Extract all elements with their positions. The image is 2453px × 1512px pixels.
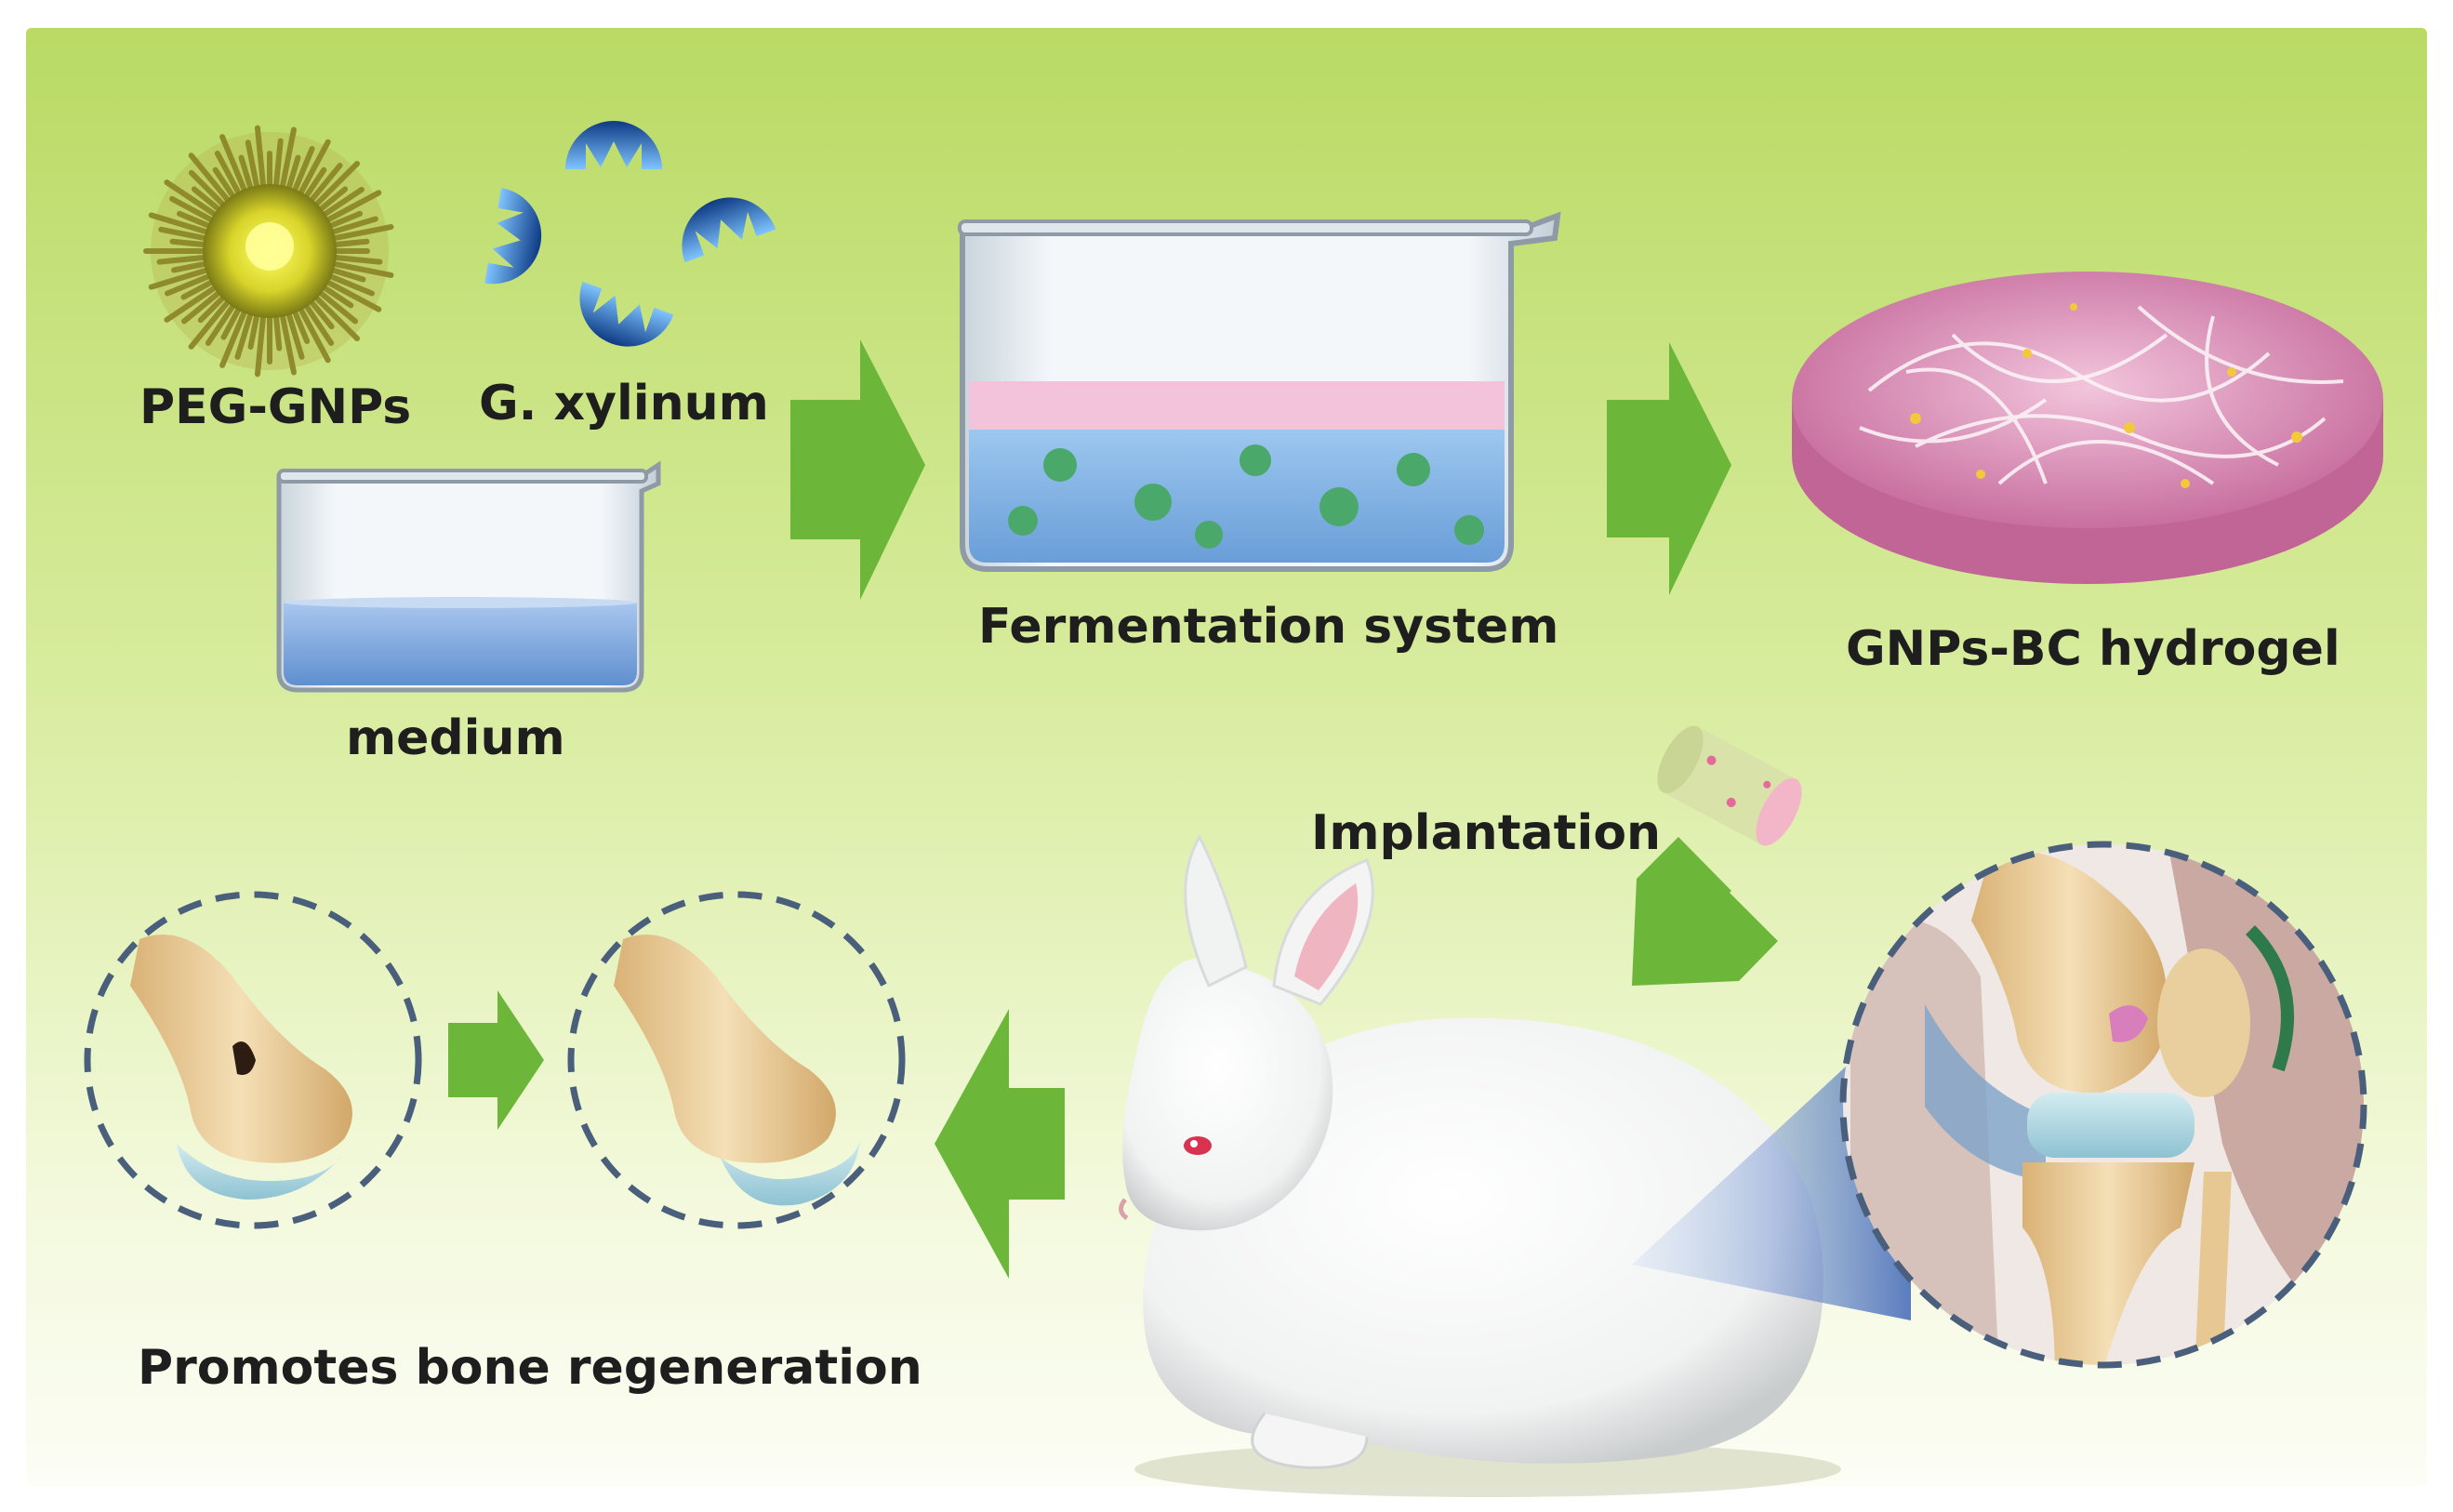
implant-cylinder-icon xyxy=(1657,725,1802,846)
nanoparticle-spike xyxy=(321,259,394,278)
nanoparticle-spike xyxy=(188,291,237,350)
nanoparticle-spike xyxy=(254,303,268,378)
nanoparticle-spike xyxy=(219,299,252,368)
arrow-to-hydrogel xyxy=(1607,342,1731,595)
healed-bone-icon xyxy=(567,891,906,1229)
nanoparticle-spike xyxy=(293,297,331,364)
nanoparticle-spike xyxy=(277,302,297,376)
nanoparticle-spike xyxy=(306,287,361,342)
bacterium-icon xyxy=(1008,444,1484,549)
bone-defect-icon xyxy=(84,891,422,1229)
beaker-icon xyxy=(958,211,1561,572)
rabbit-icon xyxy=(1119,833,1841,1497)
nanoparticle-spike xyxy=(293,139,331,206)
nanoparticle-spike xyxy=(306,160,361,215)
medium-label: medium xyxy=(346,710,565,766)
nanoparticle-spike xyxy=(164,279,227,323)
arrow-healing xyxy=(448,990,544,1130)
petri-dish-icon xyxy=(1792,272,2383,584)
nanoparticle-spike xyxy=(148,212,219,238)
nanoparticle-spike xyxy=(164,179,227,223)
beaker-icon xyxy=(276,460,661,693)
peg-gnps-label: PEG-GNPs xyxy=(139,379,412,435)
arrow-to-fermentation xyxy=(790,339,925,600)
nanoparticle-spike xyxy=(148,264,219,290)
nanoparticle-spike xyxy=(188,153,237,211)
nanoparticle-spike xyxy=(254,125,268,199)
promotes-label: Promotes bone regeneration xyxy=(138,1340,922,1396)
g-xylinum-label: G. xylinum xyxy=(479,376,769,431)
hydrogel-label: GNPs-BC hydrogel xyxy=(1846,621,2340,677)
arrow-implantation xyxy=(1632,837,1778,986)
gold-nanoparticle-icon xyxy=(143,125,394,378)
nanoparticle-spike xyxy=(315,274,382,312)
nanoparticle-spike xyxy=(321,224,394,244)
nanoparticle-spike xyxy=(277,126,297,200)
implantation-label: Implantation xyxy=(1311,805,1662,861)
nanoparticle-spike xyxy=(315,190,382,228)
fermentation-label: Fermentation system xyxy=(978,599,1559,655)
arrow-to-bone-regeneration xyxy=(935,1009,1065,1279)
bacterium-icon xyxy=(484,121,776,347)
nanoparticle-spike xyxy=(219,134,252,203)
